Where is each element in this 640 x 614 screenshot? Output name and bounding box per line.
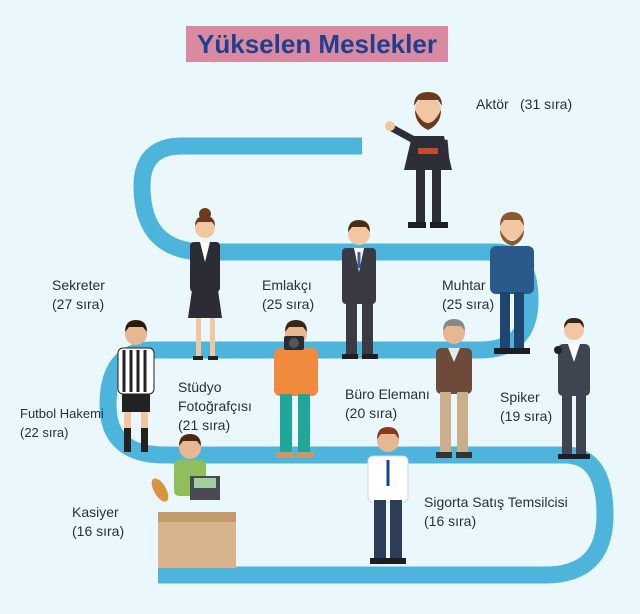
label-spiker: Spiker (19 sıra) (500, 389, 553, 424)
label-sekreter: Sekreter (27 sıra) (52, 277, 105, 312)
label-buro-elemani: Büro Elemanı (20 sıra) (345, 386, 430, 421)
title-banner: Yükselen Meslekler (186, 26, 448, 62)
announcer-figure (554, 318, 590, 459)
page-title: Yükselen Meslekler (197, 28, 437, 59)
label-futbol-hakemi: Futbol Hakemi (22 sıra) (20, 406, 104, 440)
insurance-agent-figure (367, 427, 409, 564)
realtor-figure (342, 220, 378, 359)
label-emlakci: Emlakçı (25 sıra) (262, 277, 315, 312)
label-kasiyer: Kasiyer (16 sıra) (72, 504, 125, 539)
label-sigorta-satis-temsilcisi: Sigorta Satış Temsilcisi (16 sıra) (424, 494, 568, 529)
label-muhtar: Muhtar (25 sıra) (442, 277, 495, 312)
rank-aktor: (31 sıra) (520, 96, 573, 112)
office-worker-figure (436, 319, 472, 458)
actor-figure (385, 92, 452, 228)
referee-figure (117, 320, 155, 452)
label-studyo-fotografcisi: Stüdyo Fotoğrafçısı (21 sıra) (178, 379, 252, 433)
label-aktor: Aktör (476, 96, 509, 112)
secretary-figure (188, 208, 222, 360)
photographer-figure (274, 320, 318, 458)
cashier-figure (151, 434, 236, 568)
headman-figure (490, 212, 534, 354)
